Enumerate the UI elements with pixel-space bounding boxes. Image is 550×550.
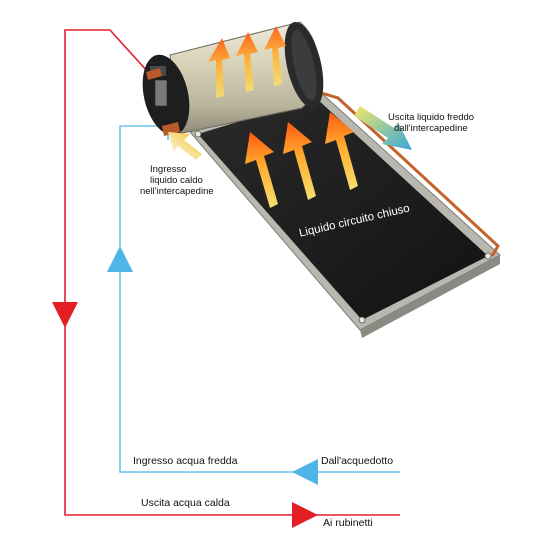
hot-flow-right-arrow: [292, 502, 318, 528]
cold-flow-up-arrow: [107, 246, 133, 272]
storage-tank: [142, 21, 324, 136]
outlet-cold-liquid-line2: dall'intercapedine: [394, 123, 468, 134]
inlet-hot-liquid-line3: nell'intercapedine: [140, 186, 214, 197]
inlet-hot-liquid-label: Ingresso liquido caldo nell'intercapedin…: [140, 164, 214, 197]
cold-water-inlet-label: Ingresso acqua fredda: [133, 455, 238, 467]
panel-heat-arrows: [245, 112, 358, 208]
hot-water-line: [64, 29, 400, 516]
coolant-out-arrow: [354, 106, 412, 150]
to-taps-label: Ai rubinetti: [323, 517, 373, 529]
from-aqueduct-label: Dall'acquedotto: [321, 455, 394, 467]
outlet-cold-liquid-label: Uscita liquido freddo dall'intercapedine: [388, 112, 474, 134]
hot-water-outlet-label: Uscita acqua calda: [141, 497, 230, 509]
hot-flow-down-arrow: [52, 302, 78, 328]
inlet-hot-liquid-line2: liquido caldo: [150, 175, 203, 186]
inlet-hot-liquid-line1: Ingresso: [150, 164, 187, 175]
tank-heat-arrows: [208, 26, 286, 98]
outlet-cold-liquid-line1: Uscita liquido freddo: [388, 112, 475, 123]
coolant-in-arrow: [168, 132, 202, 160]
cold-flow-left-arrow: [292, 459, 318, 485]
